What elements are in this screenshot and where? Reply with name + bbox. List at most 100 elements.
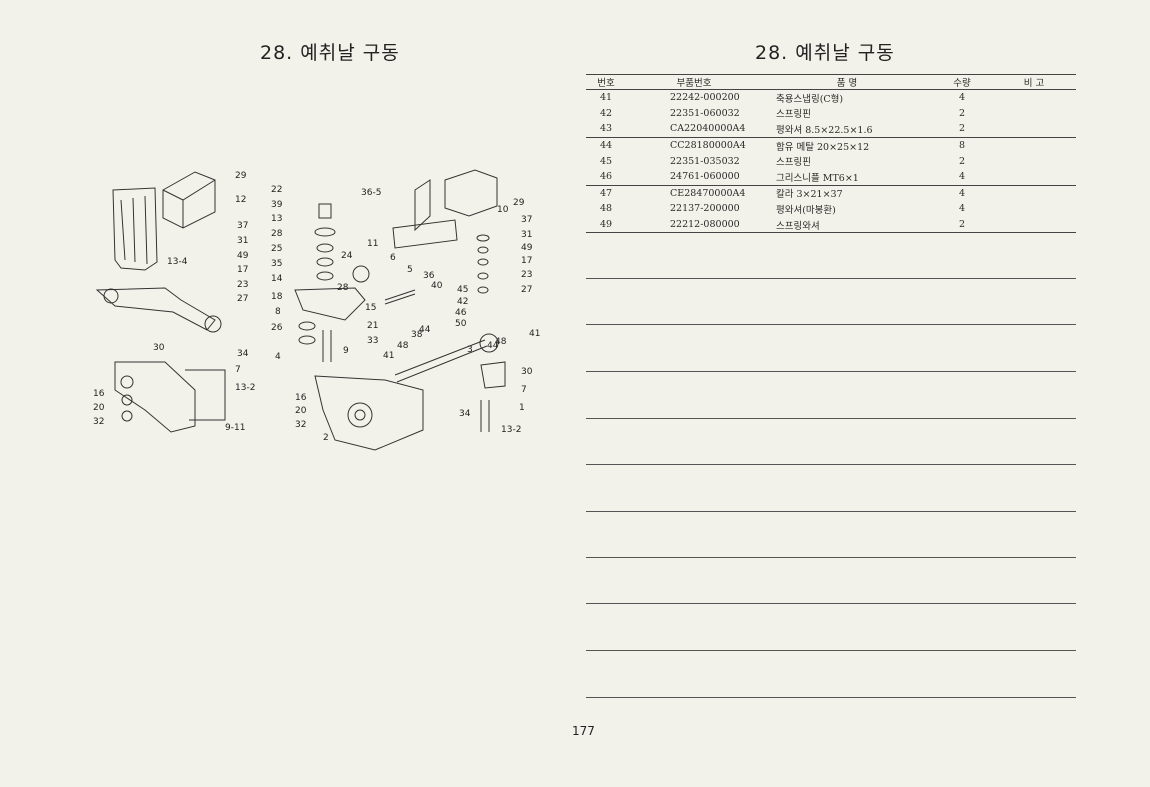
table-rule: [586, 650, 1076, 651]
svg-text:8: 8: [275, 307, 281, 317]
svg-text:12: 12: [235, 195, 246, 205]
cell-name: 함유 메탈 20×25×12: [776, 141, 870, 153]
svg-text:25: 25: [271, 244, 282, 254]
cell-remark: [992, 137, 1076, 153]
cell-no: 43: [586, 121, 626, 138]
cell-qty: 2: [932, 216, 992, 234]
svg-text:9-11: 9-11: [225, 423, 245, 433]
svg-text:10: 10: [497, 205, 509, 215]
svg-text:7: 7: [521, 385, 527, 395]
svg-text:23: 23: [521, 270, 532, 280]
table-rule: [586, 464, 1076, 465]
svg-text:3: 3: [467, 345, 473, 355]
svg-text:13: 13: [271, 214, 282, 224]
svg-text:35: 35: [271, 259, 282, 269]
svg-text:33: 33: [367, 336, 378, 346]
svg-text:27: 27: [237, 294, 248, 304]
svg-text:32: 32: [295, 420, 306, 430]
header-name: 품 명: [762, 74, 932, 90]
svg-text:28: 28: [337, 283, 349, 293]
cell-no: 42: [599, 107, 613, 119]
header-no: 번호: [586, 74, 626, 90]
svg-text:6: 6: [390, 253, 396, 263]
svg-text:30: 30: [153, 343, 165, 353]
svg-text:5: 5: [407, 265, 413, 275]
svg-text:37: 37: [521, 215, 532, 225]
svg-text:32: 32: [93, 417, 104, 427]
svg-text:11: 11: [367, 239, 378, 249]
cell-remark: [992, 106, 1076, 122]
svg-text:16: 16: [93, 389, 105, 399]
svg-text:49: 49: [237, 251, 249, 261]
svg-text:9: 9: [343, 346, 349, 356]
cell-name: 그리스니플 MT6×1: [762, 168, 932, 186]
svg-text:1: 1: [519, 403, 525, 413]
header-part-no: 부품번호: [626, 74, 762, 90]
cell-qty: 2: [958, 155, 966, 167]
svg-text:13-4: 13-4: [167, 257, 188, 267]
cell-remark: [992, 90, 1076, 106]
cell-remark: [992, 185, 1076, 201]
cell-part-no: 24761-060000: [626, 168, 762, 186]
cell-part-no: 22137-200000: [670, 203, 740, 215]
cell-qty: 4: [958, 203, 966, 215]
table-rule: [586, 278, 1076, 279]
svg-text:17: 17: [521, 256, 532, 266]
cell-name: 칼라 3×21×37: [776, 189, 843, 201]
svg-text:48: 48: [495, 337, 507, 347]
svg-text:16: 16: [295, 393, 307, 403]
table-rule: [586, 418, 1076, 419]
cell-no: 47: [599, 187, 613, 199]
svg-text:15: 15: [365, 303, 376, 313]
cell-qty: 8: [958, 140, 966, 152]
svg-text:40: 40: [431, 281, 443, 291]
cell-name: 축용스냅링(C형): [776, 93, 844, 105]
table-rule: [586, 324, 1076, 325]
cell-part-no: 22212-080000: [626, 216, 762, 234]
cell-qty: 4: [932, 168, 992, 186]
svg-text:7: 7: [235, 365, 241, 375]
svg-text:17: 17: [237, 265, 248, 275]
cell-no: 41: [599, 92, 613, 104]
table-rule: [586, 557, 1076, 558]
table-rule: [586, 603, 1076, 604]
cell-remark: [992, 216, 1076, 234]
svg-text:45: 45: [457, 285, 468, 295]
cell-name: 스프링와셔: [762, 216, 932, 234]
svg-text:38: 38: [411, 330, 423, 340]
svg-text:18: 18: [271, 292, 283, 302]
cell-qty: 2: [958, 107, 966, 119]
cell-name: 스프링핀: [776, 109, 811, 121]
cell-remark: [992, 153, 1076, 169]
svg-text:34: 34: [459, 409, 471, 419]
cell-part-no: CE28470000A4: [670, 187, 746, 199]
cell-qty: 2: [932, 121, 992, 138]
svg-text:41: 41: [383, 351, 394, 361]
svg-text:41: 41: [529, 329, 540, 339]
page-title-left: 28. 예취날 구동: [260, 42, 400, 64]
svg-text:37: 37: [237, 221, 248, 231]
svg-text:28: 28: [271, 229, 283, 239]
cell-name: 평와셔 8.5×22.5×1.6: [762, 121, 932, 138]
svg-text:36-5: 36-5: [361, 188, 381, 198]
svg-text:13-2: 13-2: [235, 383, 255, 393]
svg-text:42: 42: [457, 297, 468, 307]
svg-text:36: 36: [423, 271, 435, 281]
svg-text:4: 4: [275, 352, 281, 362]
svg-text:44: 44: [419, 325, 431, 335]
cell-part-no: 22351-035032: [670, 155, 740, 167]
table-header-row: 번호 부품번호 품 명 수량 비 고: [586, 74, 1076, 90]
svg-text:44: 44: [487, 341, 499, 351]
header-qty: 수량: [932, 74, 992, 90]
svg-text:50: 50: [455, 319, 467, 329]
svg-text:30: 30: [521, 367, 533, 377]
svg-text:21: 21: [367, 321, 378, 331]
